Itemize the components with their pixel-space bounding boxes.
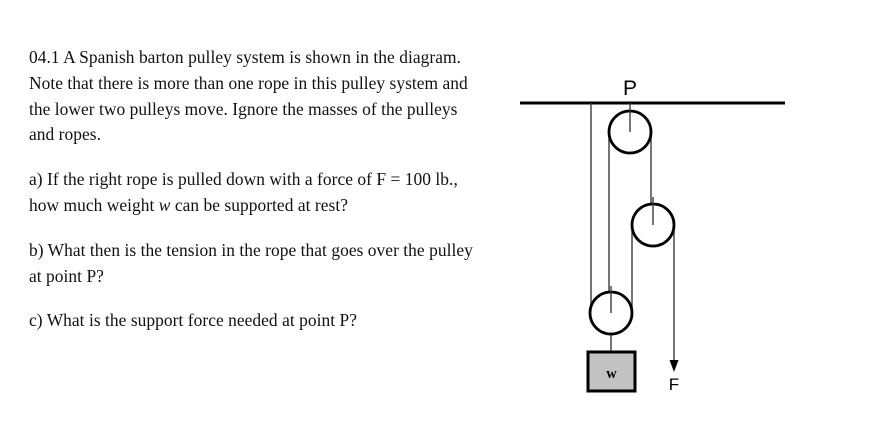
- force-label: F: [669, 375, 679, 394]
- paragraph-part-c: c) What is the support force needed at p…: [29, 310, 357, 331]
- part-a-variable-w: w: [158, 194, 171, 215]
- weight-block: w: [586, 350, 637, 393]
- bottom-pulley: [588, 286, 634, 336]
- rope-group: [590, 103, 675, 363]
- middle-pulley: [630, 197, 676, 248]
- weight-block-body: [586, 350, 637, 393]
- pulley-diagram: P: [500, 60, 810, 405]
- force-arrow: F: [669, 360, 679, 394]
- part-a-suffix: can be supported at rest?: [170, 194, 348, 215]
- weight-block-label: w: [606, 366, 617, 382]
- top-pulley-P: [607, 103, 653, 155]
- paragraph-part-a: a) If the right rope is pulled down with…: [29, 167, 481, 219]
- pulley-diagram-svg: P: [520, 77, 785, 394]
- force-arrowhead: [669, 360, 679, 372]
- part-a-prefix: a) If the right rope is pulled down with…: [29, 169, 458, 215]
- problem-statement: 04.1 A Spanish barton pulley system is s…: [29, 45, 481, 334]
- paragraph-intro: 04.1 A Spanish barton pulley system is s…: [29, 47, 468, 145]
- paragraph-part-b: b) What then is the tension in the rope …: [29, 239, 473, 286]
- point-p-label: P: [623, 77, 637, 100]
